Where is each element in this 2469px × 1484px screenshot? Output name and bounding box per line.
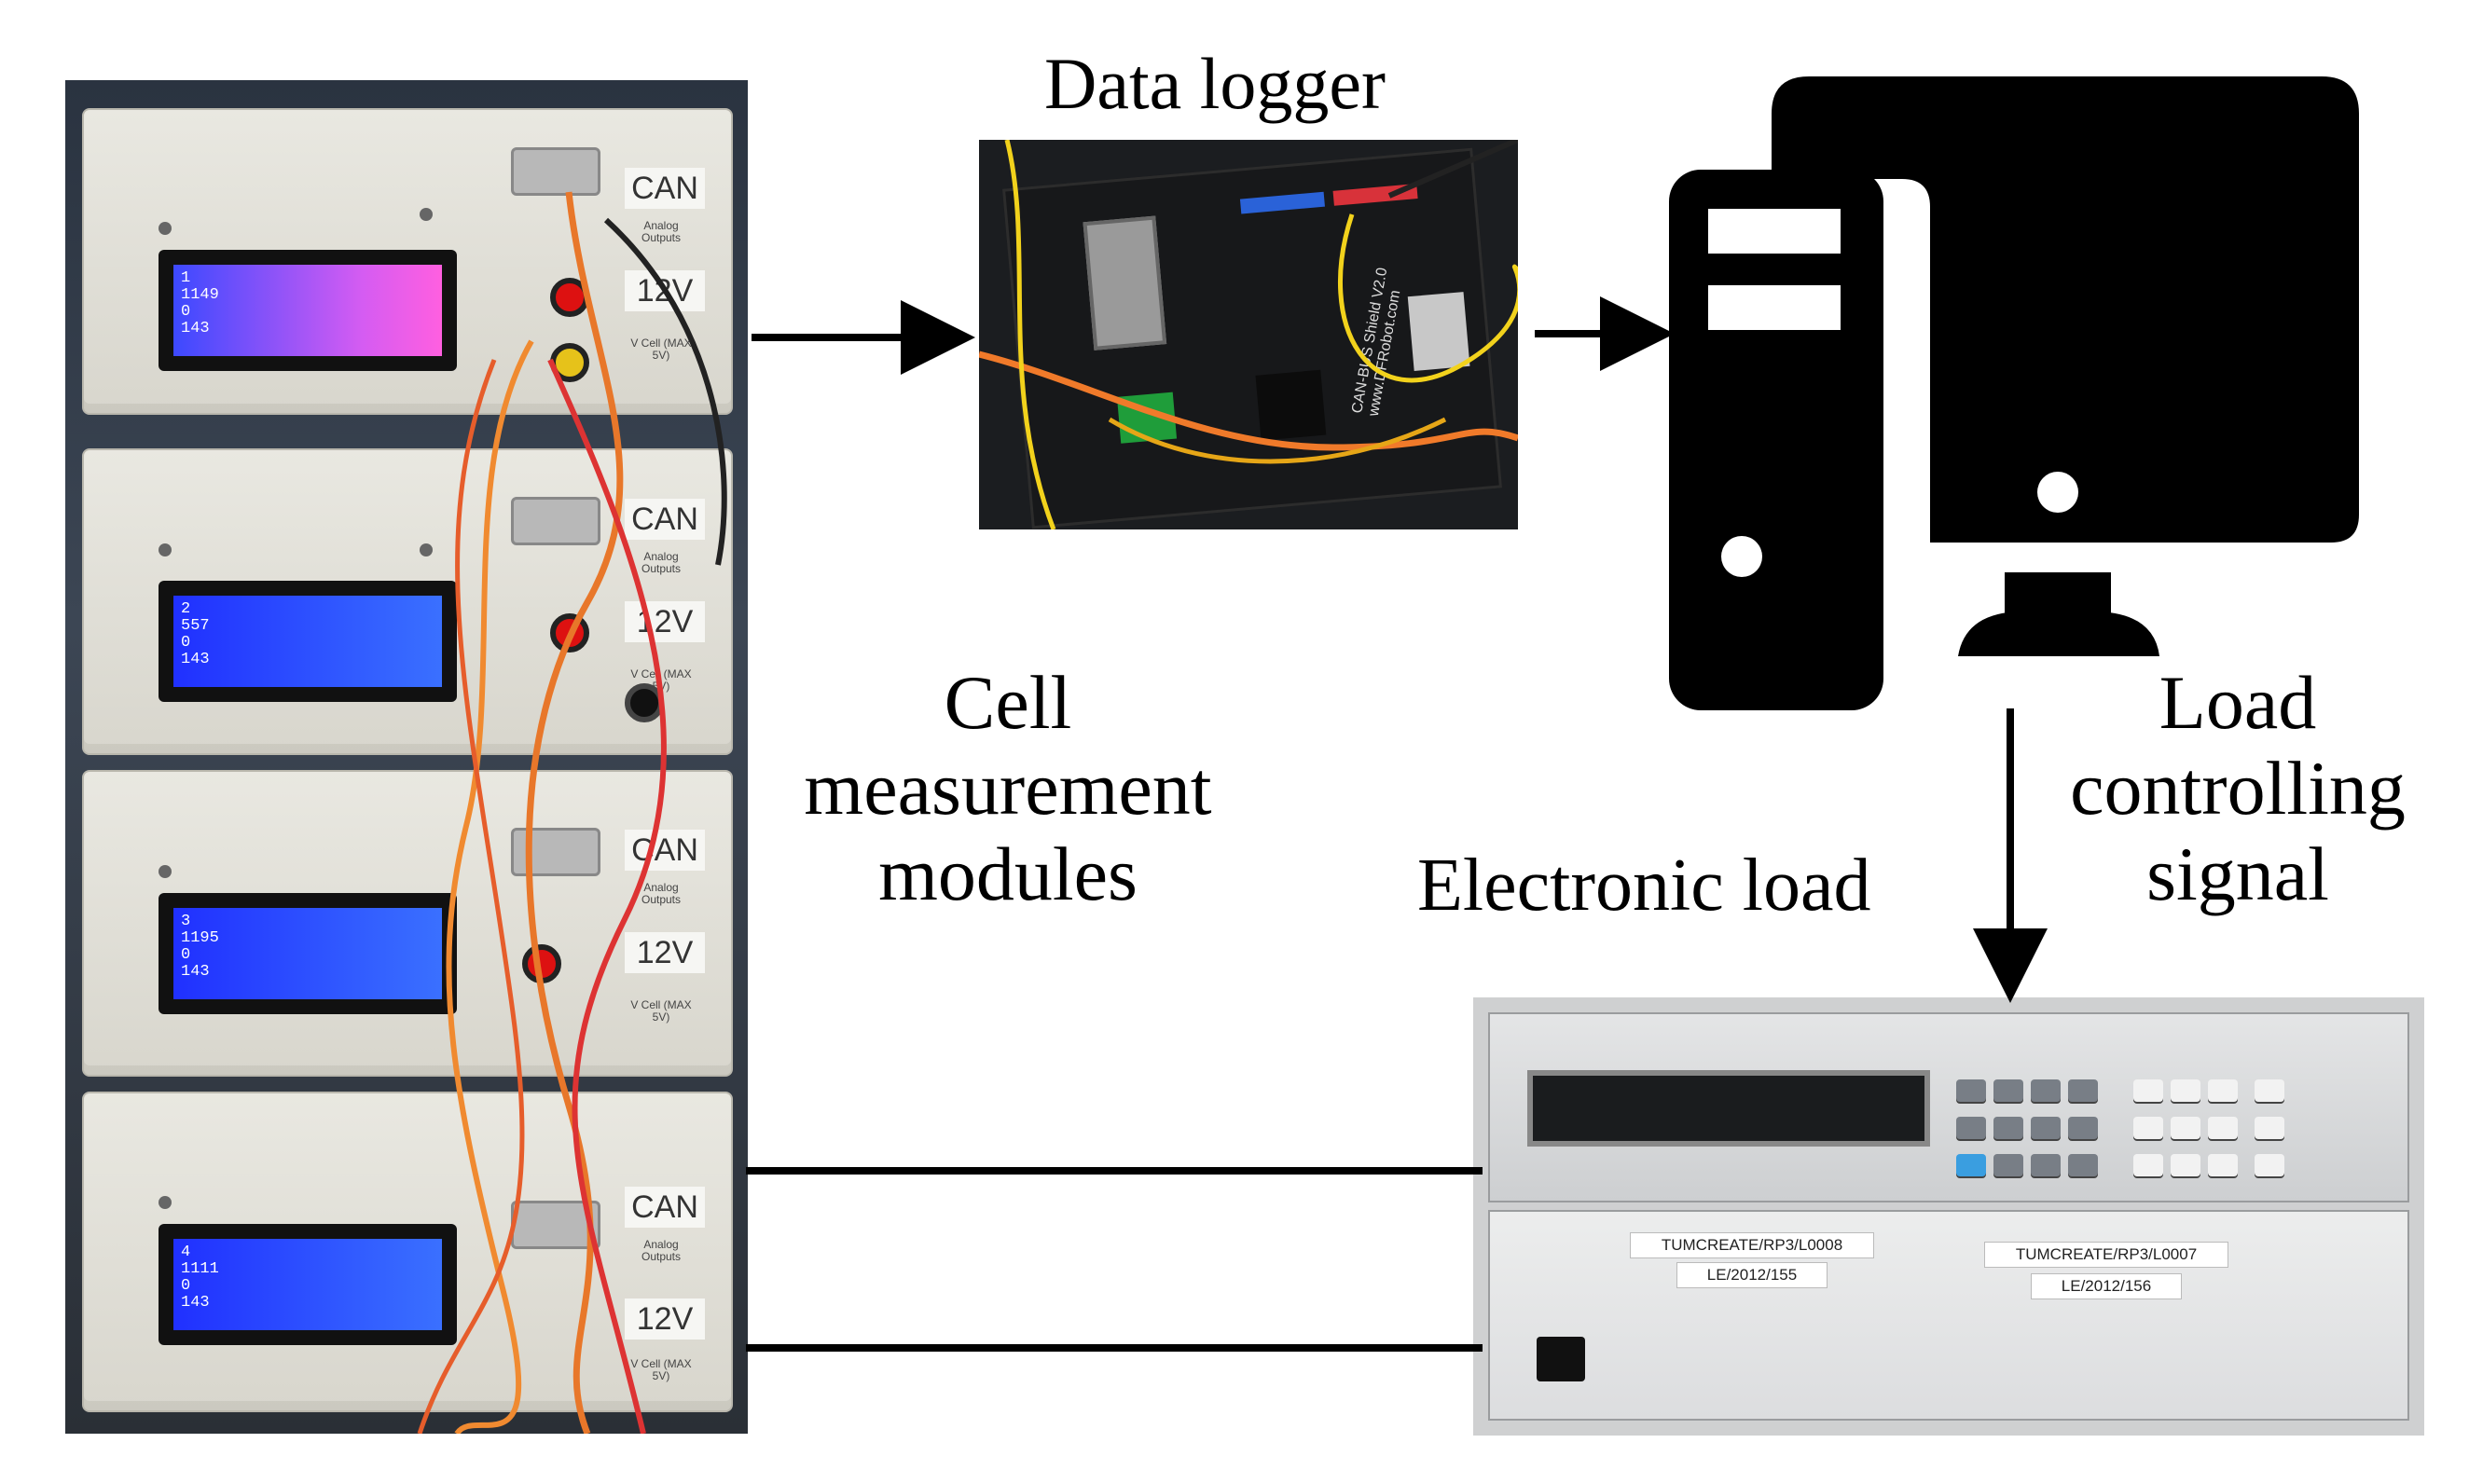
lcd-line: 0 xyxy=(181,303,191,321)
load-key xyxy=(1956,1154,1986,1176)
measurement-module-1: 1 1149 0 143 CAN Analog Outputs 12V V Ce… xyxy=(82,108,733,415)
load-key xyxy=(1993,1117,2023,1139)
measurement-module-2: 2 557 0 143 CAN Analog Outputs 12V V Cel… xyxy=(82,448,733,755)
can-connector xyxy=(511,147,600,196)
power-switch-icon xyxy=(1537,1337,1585,1381)
electronic-load-photo: TUMCREATE/RP3/L0008 LE/2012/155 TUMCREAT… xyxy=(1473,997,2424,1436)
analog-outputs-label: Analog Outputs xyxy=(641,550,682,575)
vcell-label: V Cell (MAX 5V) xyxy=(630,1357,692,1382)
lcd-line: 3 xyxy=(181,913,191,930)
voltage-label: 12V xyxy=(625,601,705,642)
load-key xyxy=(2068,1117,2098,1139)
can-label: CAN xyxy=(625,830,705,871)
lcd-display: 4 1111 0 143 xyxy=(159,1224,457,1345)
lcd-line: 1195 xyxy=(181,929,219,947)
load-key xyxy=(1956,1117,1986,1139)
load-key xyxy=(1993,1079,2023,1102)
voltage-label: 12V xyxy=(625,1298,705,1340)
lcd-line: 0 xyxy=(181,946,191,964)
lcd-line: 143 xyxy=(181,963,210,981)
lcd-line: 2 xyxy=(181,600,191,618)
can-connector xyxy=(511,497,600,545)
analog-outputs-label: Analog Outputs xyxy=(641,1238,682,1263)
load-key xyxy=(2068,1154,2098,1176)
label-line: modules xyxy=(878,831,1138,916)
asset-tag-id: TUMCREATE/RP3/L0007 xyxy=(1984,1242,2228,1268)
load-key xyxy=(2133,1117,2163,1139)
load-key xyxy=(2031,1154,2061,1176)
screw-icon xyxy=(420,543,433,556)
label-line: signal xyxy=(2146,831,2329,916)
vcell-label: V Cell (MAX 5V) xyxy=(630,337,692,362)
lcd-line: 557 xyxy=(181,617,210,635)
lcd-display: 3 1195 0 143 xyxy=(159,893,457,1014)
lcd-screen: 2 557 0 143 xyxy=(173,596,442,687)
vcell-label: V Cell (MAX 5V) xyxy=(630,998,692,1024)
computer-icon xyxy=(1669,76,2359,710)
lcd-screen: 1 1149 0 143 xyxy=(173,265,442,356)
analog-outputs-label: Analog Outputs xyxy=(641,881,682,906)
load-key xyxy=(2255,1117,2284,1139)
lcd-line: 1 xyxy=(181,269,191,287)
load-key xyxy=(2133,1079,2163,1102)
screw-icon xyxy=(159,222,172,235)
load-key xyxy=(2208,1154,2238,1176)
load-chassis: TUMCREATE/RP3/L0008 LE/2012/155 TUMCREAT… xyxy=(1488,1210,2409,1421)
black-jack-icon xyxy=(625,683,664,722)
load-key xyxy=(2171,1154,2200,1176)
screw-icon xyxy=(159,1196,172,1209)
lcd-line: 4 xyxy=(181,1244,191,1261)
can-label: CAN xyxy=(625,1187,705,1228)
load-controlling-signal-label: Load controlling signal xyxy=(2023,660,2452,916)
lcd-line: 0 xyxy=(181,1277,191,1295)
asset-tag-code: LE/2012/155 xyxy=(1676,1262,1828,1288)
lcd-screen: 3 1195 0 143 xyxy=(173,908,442,999)
wires-overlay xyxy=(417,191,727,1434)
electronic-load-label: Electronic load xyxy=(1417,845,1871,927)
lcd-display: 2 557 0 143 xyxy=(159,581,457,702)
screw-icon xyxy=(159,865,172,878)
analog-outputs-label: Analog Outputs xyxy=(641,219,682,244)
lcd-display: 1 1149 0 143 xyxy=(159,250,457,371)
label-line: measurement xyxy=(804,745,1212,831)
load-key xyxy=(1956,1079,1986,1102)
load-key xyxy=(2171,1079,2200,1102)
lcd-screen: 4 1111 0 143 xyxy=(173,1239,442,1330)
screw-icon xyxy=(420,208,433,221)
lcd-line: 1111 xyxy=(181,1260,219,1278)
load-key xyxy=(2031,1079,2061,1102)
asset-tag-code: LE/2012/156 xyxy=(2031,1273,2182,1299)
can-label: CAN xyxy=(625,168,705,209)
asset-tag-id: TUMCREATE/RP3/L0008 xyxy=(1630,1232,1874,1258)
load-key xyxy=(2031,1117,2061,1139)
lcd-line: 143 xyxy=(181,320,210,337)
screw-icon xyxy=(159,543,172,556)
data-logger-photo: CAN-BUS Shield V2.0 www.DFRobot.com xyxy=(979,140,1518,529)
logger-wires xyxy=(979,140,1518,529)
label-line: Cell xyxy=(944,660,1072,745)
load-key xyxy=(2208,1079,2238,1102)
load-front-panel xyxy=(1488,1012,2409,1202)
lcd-line: 0 xyxy=(181,634,191,652)
lcd-line: 143 xyxy=(181,651,210,668)
load-display xyxy=(1527,1070,1930,1147)
voltage-label: 12V xyxy=(625,932,705,973)
load-key xyxy=(2255,1154,2284,1176)
data-logger-label: Data logger xyxy=(1044,43,1386,124)
load-key xyxy=(1993,1154,2023,1176)
load-key xyxy=(2208,1117,2238,1139)
lcd-line: 1149 xyxy=(181,286,219,304)
load-key xyxy=(2255,1079,2284,1102)
cell-measurement-modules-label: Cell measurement modules xyxy=(770,660,1246,916)
label-line: controlling xyxy=(2070,745,2406,831)
can-label: CAN xyxy=(625,499,705,540)
label-line: Load xyxy=(2159,660,2317,745)
cell-measurement-modules-photo: 1 1149 0 143 CAN Analog Outputs 12V V Ce… xyxy=(65,80,748,1434)
load-key xyxy=(2171,1117,2200,1139)
load-key xyxy=(2133,1154,2163,1176)
load-key xyxy=(2068,1079,2098,1102)
lcd-line: 143 xyxy=(181,1294,210,1312)
